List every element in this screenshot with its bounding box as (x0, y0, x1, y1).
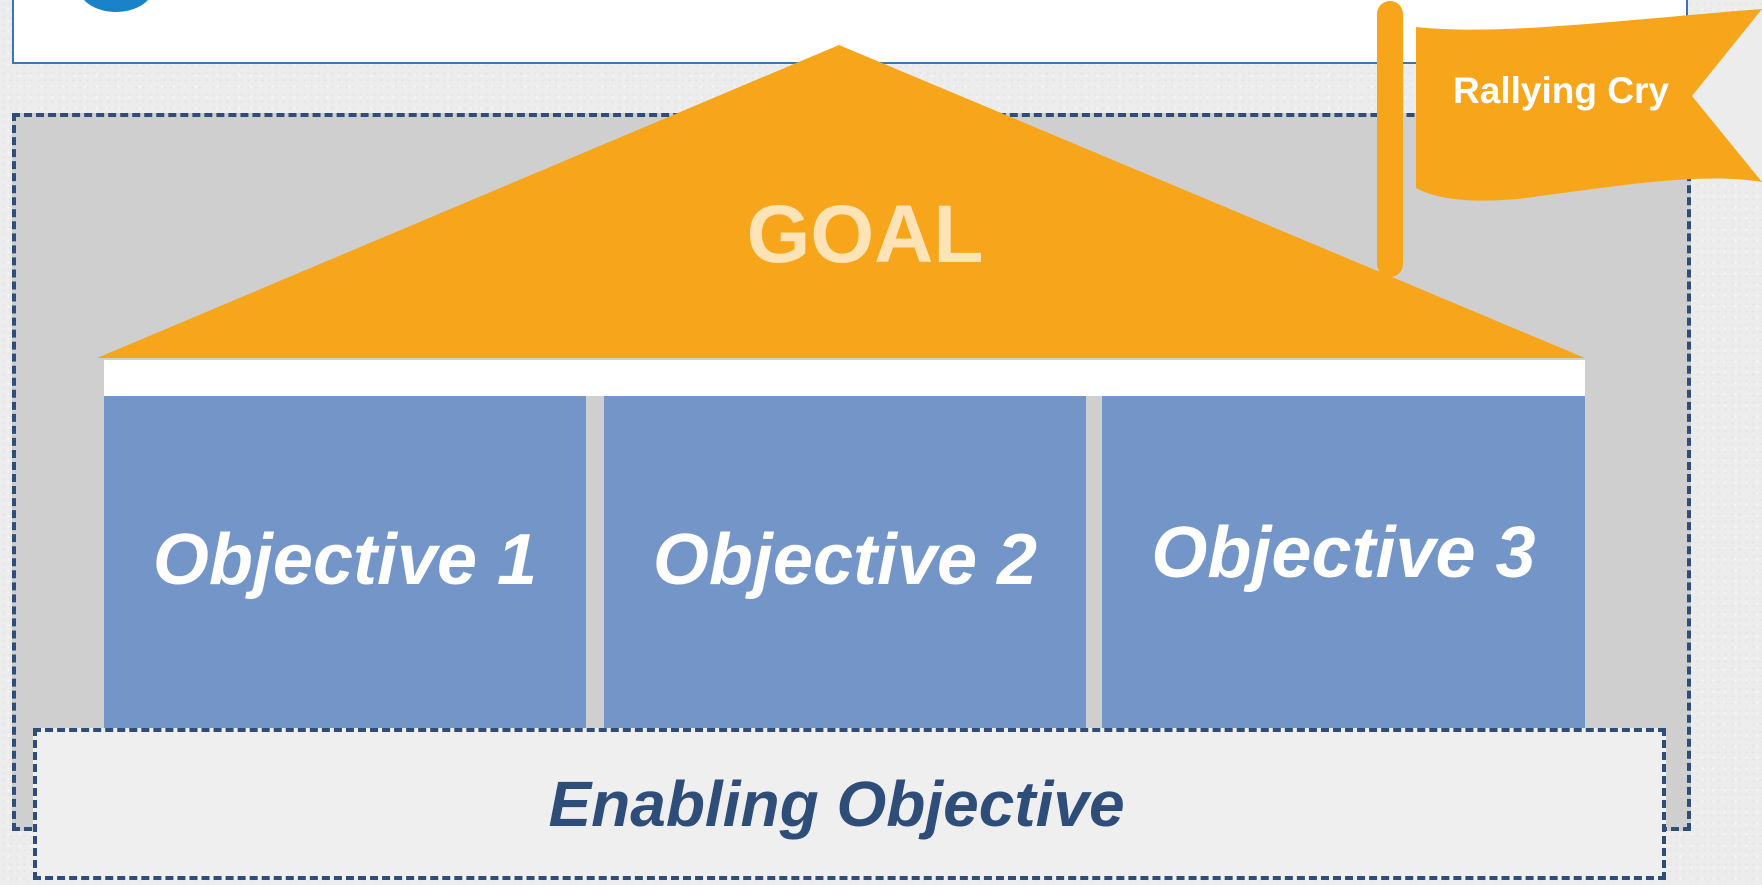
flag-notch (1692, 9, 1762, 182)
objective-pillar-2: Objective 2 (604, 396, 1086, 732)
goal-roof (97, 45, 1585, 358)
objective-pillar-3: Objective 3 (1102, 396, 1585, 732)
objective-pillar-1: Objective 1 (104, 396, 586, 732)
roof-beam (104, 360, 1585, 396)
objective-label: Objective 3 (1151, 513, 1536, 593)
goal-label: GOAL (746, 189, 984, 280)
rallying-cry-label: Rallying Cry (1453, 70, 1669, 111)
enabling-objective-foundation: Enabling Objective (33, 728, 1666, 880)
rallying-cry-flag-icon (1416, 9, 1762, 201)
objective-label: Objective 1 (152, 520, 538, 600)
objective-label: Objective 2 (652, 520, 1038, 600)
enabling-objective-label: Enabling Objective (548, 768, 1125, 840)
